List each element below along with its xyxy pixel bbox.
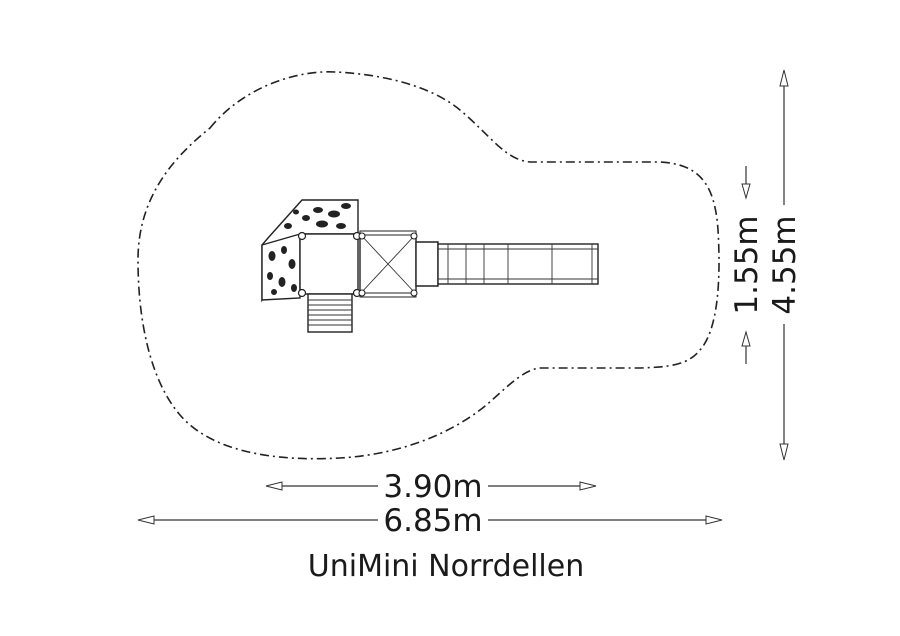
product-title: UniMini Norrdellen [308, 549, 584, 584]
slide [415, 241, 599, 287]
platform-tower [297, 231, 362, 298]
inner-width-label: 3.90m [383, 469, 482, 505]
dimension-inner-width: 3.90m [265, 469, 597, 505]
dimension-inner-height: 1.55m [729, 166, 765, 364]
dimension-outer-width: 6.85m [137, 503, 723, 539]
inner-height-label: 1.55m [729, 215, 765, 314]
ladder [307, 293, 353, 333]
dimension-outer-height: 4.55m [767, 69, 803, 461]
outer-height-label: 4.55m [767, 215, 803, 314]
safety-zone-outline [137, 71, 720, 460]
outer-width-label: 6.85m [383, 503, 482, 539]
crossed-deck [358, 230, 418, 298]
climbing-wall [261, 199, 359, 303]
